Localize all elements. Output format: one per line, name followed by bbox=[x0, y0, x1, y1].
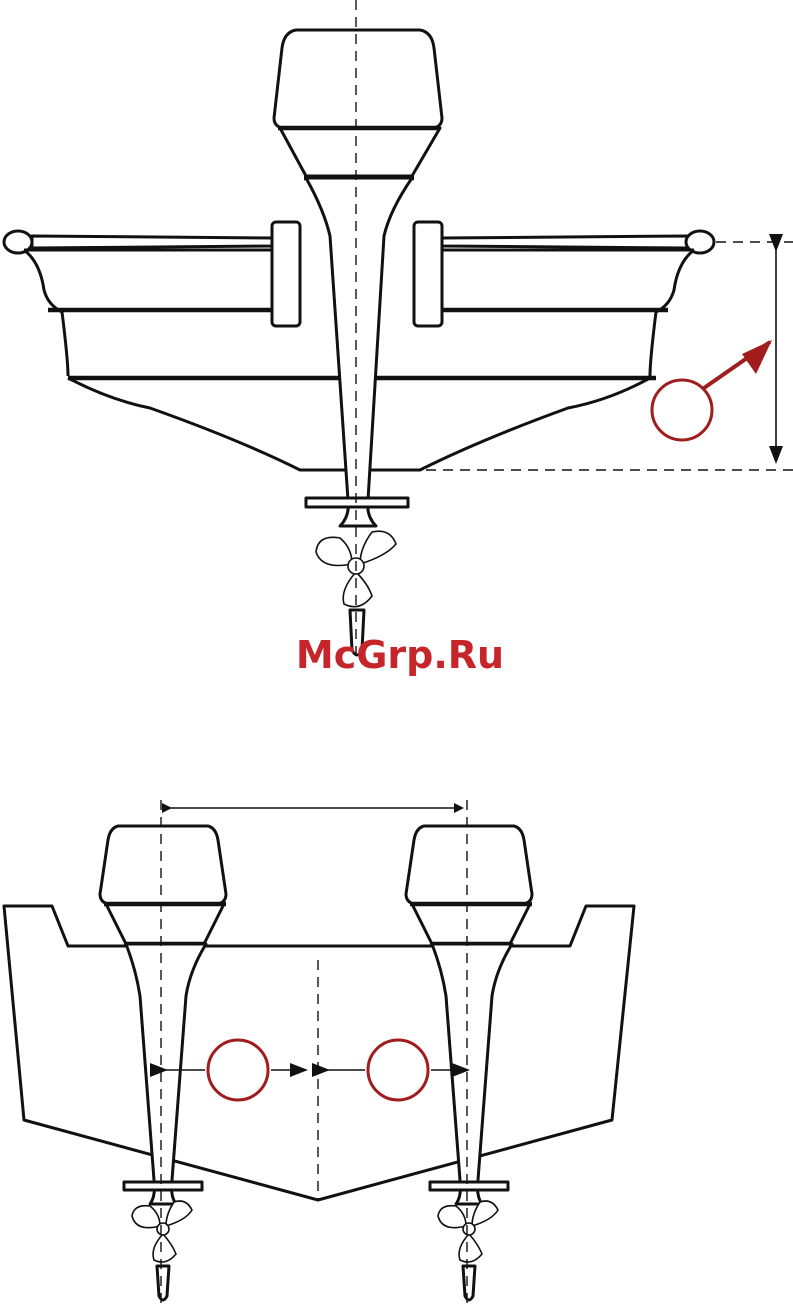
propeller bbox=[132, 1201, 192, 1262]
clamp-bracket-right bbox=[414, 222, 442, 326]
hull-transom-outline bbox=[4, 906, 634, 1200]
propeller-hub bbox=[463, 1223, 475, 1235]
propeller-hub bbox=[157, 1223, 169, 1235]
cavitation-plate bbox=[306, 498, 408, 507]
engine-cowling-top bbox=[100, 826, 226, 904]
figure-twin-engine bbox=[4, 800, 634, 1306]
cavitation-plate bbox=[430, 1182, 508, 1190]
skeg bbox=[463, 1266, 475, 1300]
callout-marker-transom-height bbox=[652, 340, 772, 440]
drive-shaft-housing bbox=[306, 178, 412, 526]
engine-cowling-top bbox=[406, 826, 532, 904]
clamp-bracket-left bbox=[272, 222, 300, 326]
engine-cowling-bottom bbox=[106, 904, 224, 944]
engine-cowling-bottom bbox=[280, 128, 440, 176]
marker-pointer-arrowhead bbox=[742, 340, 772, 374]
engine-cowling-bottom bbox=[412, 904, 530, 944]
outboard-motor-single bbox=[274, 30, 442, 655]
gunwale-rail-left bbox=[32, 236, 276, 248]
marker-circle bbox=[652, 380, 712, 440]
engine-cowling-top bbox=[274, 30, 442, 128]
gunwale-rail-right bbox=[442, 236, 688, 248]
hull-side-left bbox=[24, 250, 68, 376]
watermark-text: McGrp.Ru bbox=[296, 633, 504, 677]
outboard-motor-left bbox=[100, 800, 226, 1306]
cavitation-plate bbox=[124, 1182, 202, 1190]
figure-single-engine bbox=[4, 0, 793, 660]
propeller bbox=[438, 1201, 498, 1262]
skeg bbox=[157, 1266, 169, 1300]
hull-side-right bbox=[650, 250, 694, 376]
